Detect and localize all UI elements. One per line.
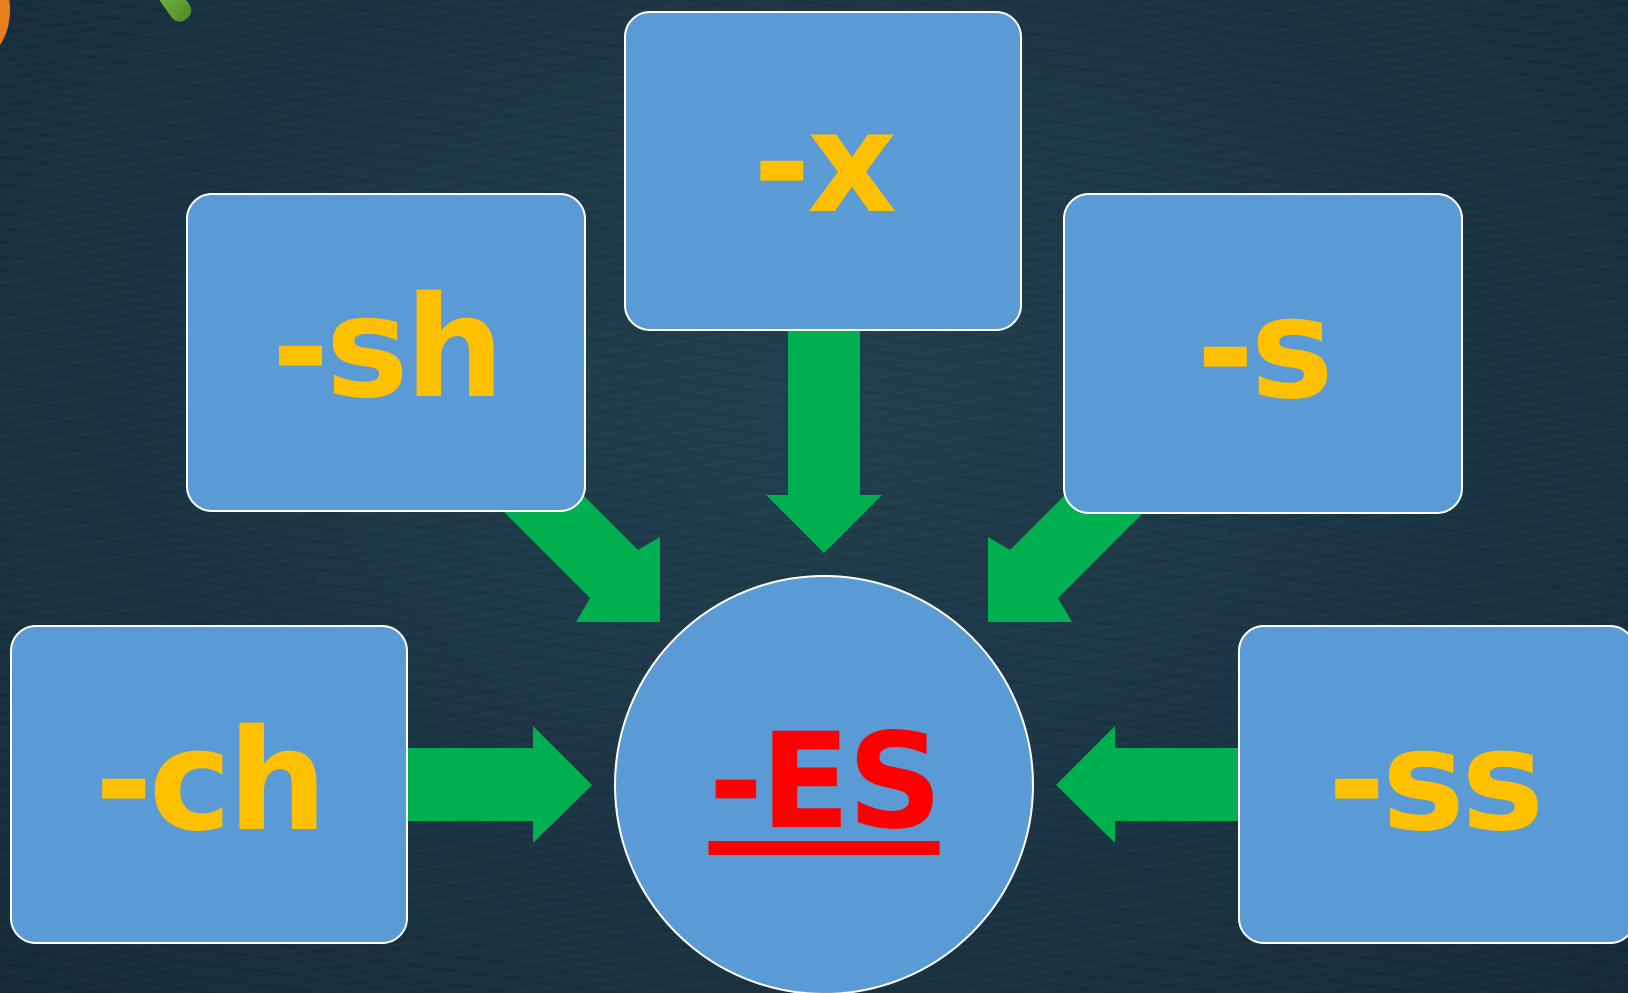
arrow-ch-to-es xyxy=(408,726,592,843)
ending-box-x: -x xyxy=(624,11,1022,331)
center-circle-es: -ES xyxy=(614,575,1034,993)
arrow-ss-to-es xyxy=(1056,726,1240,843)
center-label-es: -ES xyxy=(708,705,942,859)
ending-label-sh: -sh xyxy=(271,266,504,430)
ending-box-s: -s xyxy=(1063,193,1463,514)
ending-label-ss: -ss xyxy=(1327,699,1545,863)
arrow-x-to-es xyxy=(766,330,882,553)
ending-label-ch: -ch xyxy=(94,699,328,863)
orange-decoration xyxy=(0,0,10,60)
ending-box-ch: -ch xyxy=(10,625,408,944)
ending-label-s: -s xyxy=(1196,267,1333,431)
ending-box-ss: -ss xyxy=(1238,625,1628,944)
ending-label-x: -x xyxy=(752,82,897,245)
ending-box-sh: -sh xyxy=(186,193,586,512)
